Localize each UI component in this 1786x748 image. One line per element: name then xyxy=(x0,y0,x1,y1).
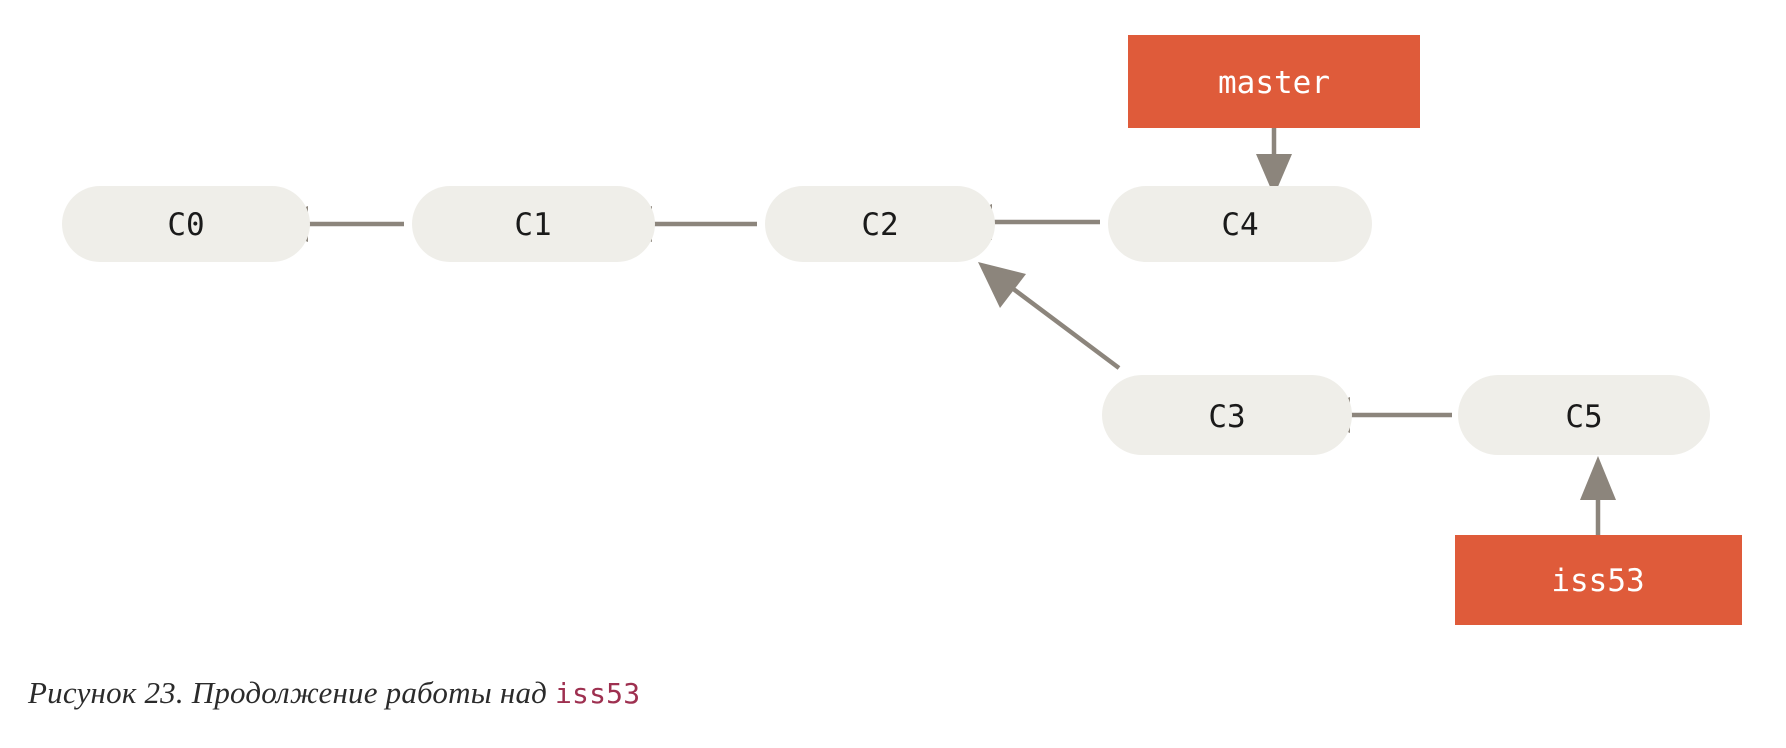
edge-iss53-to-c5 xyxy=(1580,456,1616,535)
branch-label-iss53[interactable]: iss53 xyxy=(1455,535,1742,625)
branch-label-text: iss53 xyxy=(1551,563,1644,599)
edge-master-to-c4 xyxy=(1256,128,1292,196)
commit-node-c4[interactable]: C4 xyxy=(1108,186,1372,262)
commit-node-c2[interactable]: C2 xyxy=(765,186,995,262)
figure-caption-code: iss53 xyxy=(554,677,641,710)
commit-label: C4 xyxy=(1221,207,1258,243)
figure-caption: Рисунок 23. Продолжение работы над iss53 xyxy=(28,675,640,711)
edge-c3-to-c2 xyxy=(978,262,1121,370)
commit-label: C0 xyxy=(167,207,204,243)
branch-label-master[interactable]: master xyxy=(1128,35,1420,128)
commit-label: C5 xyxy=(1565,399,1602,435)
commit-node-c1[interactable]: C1 xyxy=(412,186,655,262)
commit-node-c0[interactable]: C0 xyxy=(62,186,310,262)
commit-node-c3[interactable]: C3 xyxy=(1102,375,1352,455)
figure-caption-text: Рисунок 23. Продолжение работы над xyxy=(28,675,555,710)
branch-label-text: master xyxy=(1218,65,1330,101)
commit-node-c5[interactable]: C5 xyxy=(1458,375,1710,455)
commit-label: C2 xyxy=(861,207,898,243)
git-commit-graph: C0 C1 C2 C4 C3 C5 master is xyxy=(62,35,1742,625)
commit-label: C1 xyxy=(514,207,551,243)
commit-label: C3 xyxy=(1208,399,1245,435)
